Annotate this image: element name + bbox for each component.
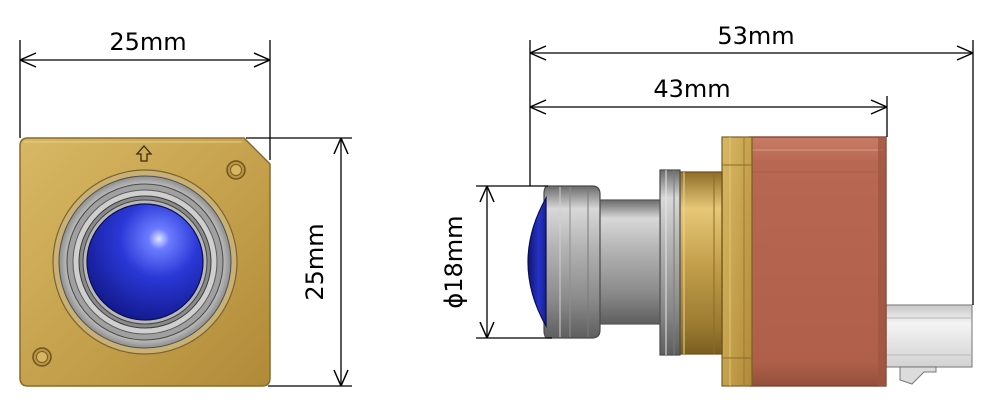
brass-ring-nut [677, 171, 723, 355]
front-view [19, 137, 271, 387]
dimension-total-length: 53mm [529, 22, 974, 305]
front-bezel [543, 185, 601, 339]
rear-connector [885, 304, 973, 385]
front-width-label: 25mm [109, 28, 186, 56]
blue-button-cap [86, 203, 204, 321]
mounting-flange [721, 136, 753, 387]
up-arrow-icon [135, 145, 153, 162]
total-length-label: 53mm [717, 22, 794, 50]
front-height-label: 25mm [301, 223, 329, 300]
dimension-lens-diameter: ϕ18mm [440, 185, 552, 339]
steel-nut [659, 169, 681, 356]
dimension-front-width: 25mm [19, 28, 271, 160]
lens-diameter-label: ϕ18mm [440, 215, 468, 308]
body-length-label: 43mm [653, 75, 730, 103]
mounting-hole-top-right [226, 160, 246, 180]
dimension-front-height: 25mm [246, 137, 352, 387]
threaded-barrel [597, 199, 661, 325]
dimension-body-length: 43mm [529, 75, 888, 137]
blue-lens-dome [527, 195, 547, 329]
mounting-hole-bottom-left [32, 347, 52, 367]
rear-housing [749, 136, 887, 387]
side-view [527, 136, 973, 387]
